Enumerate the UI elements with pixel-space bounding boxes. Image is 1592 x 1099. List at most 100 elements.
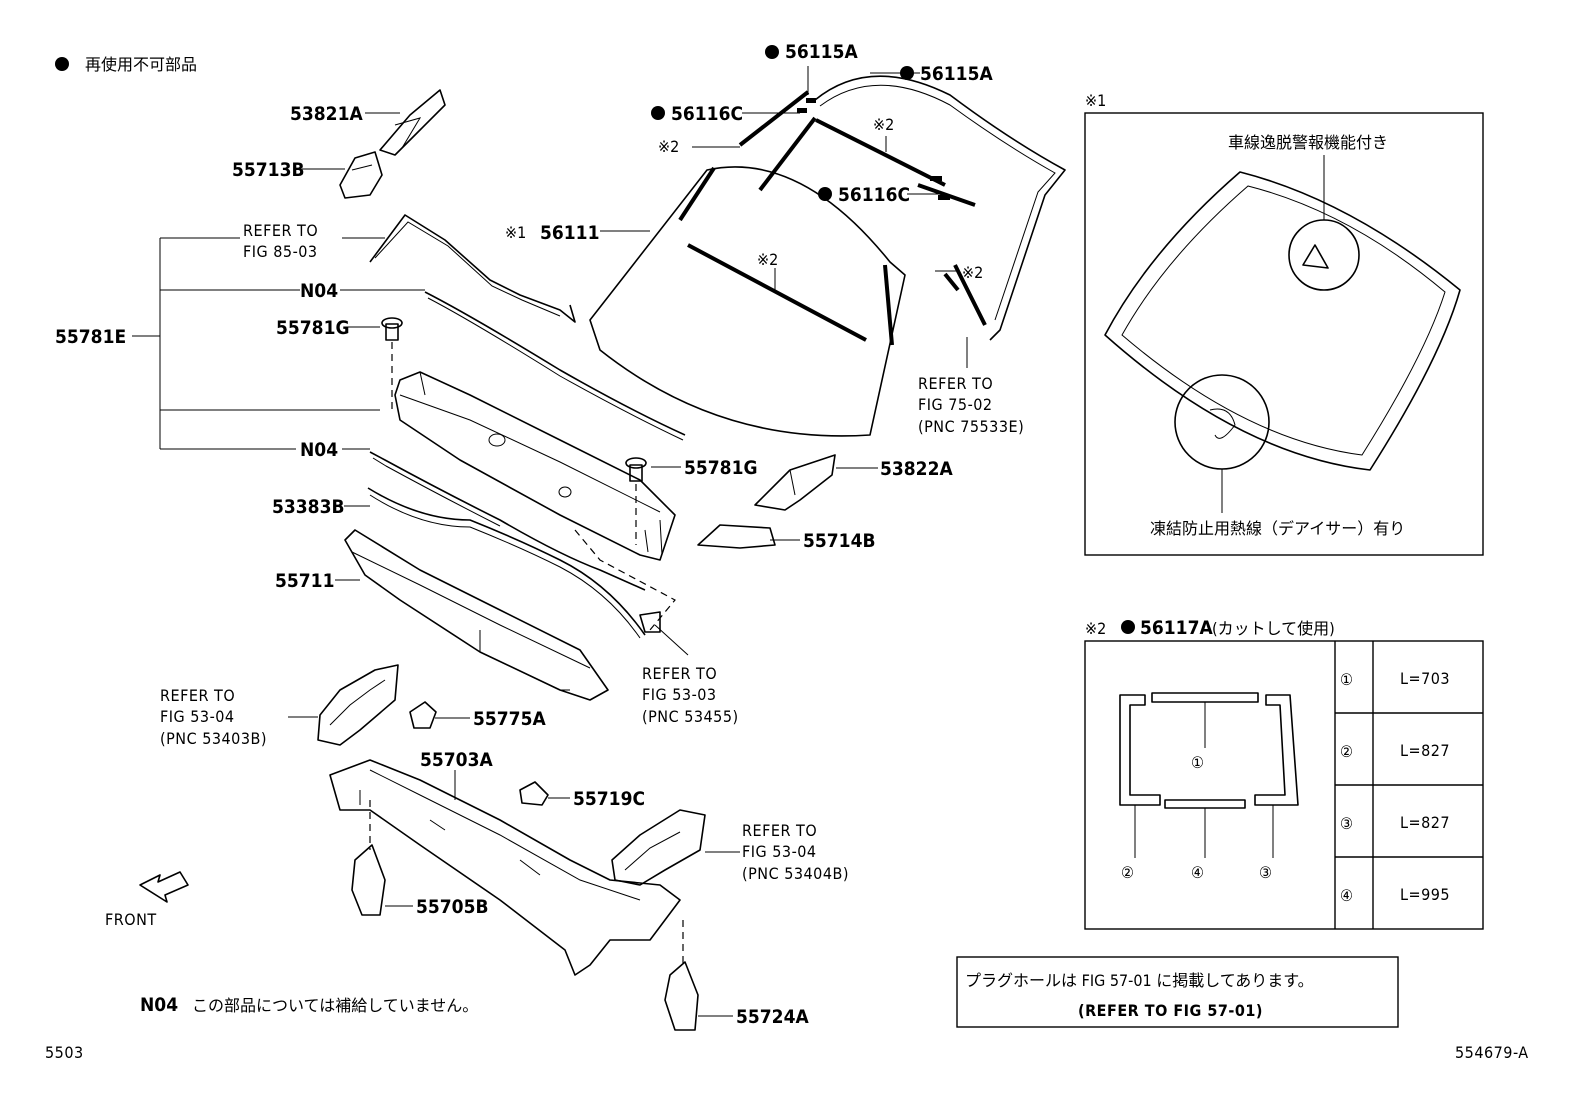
bracket-55724A[interactable] [664,961,699,1031]
plug-note-line1[interactable]: プラグホールは FIG 57-01 に掲載してあります。 [965,971,1314,990]
cowl-frame-55703A[interactable] [329,759,681,976]
bracket-53822A[interactable] [754,454,836,511]
label-56111: 56111 [540,222,599,244]
windshield-outer-molding[interactable] [814,75,1066,341]
refer-53-04b-line2[interactable]: FIG 53-04 [742,842,817,861]
refer-75-02-line3[interactable]: (PNC 75533E) [918,417,1024,436]
table-row-1-num: ① [1340,670,1353,689]
inset2-callout-2: ② [1121,863,1134,882]
inset2-callout-1: ① [1191,753,1204,772]
note-mark-2d: ※2 [962,263,983,282]
refer-53-04b-line3[interactable]: (PNC 53404B) [742,864,849,883]
label-55775A: 55775A [473,708,546,730]
inset1-mark: ※1 [1085,91,1106,110]
bracket-55719C[interactable] [519,781,549,806]
refer-85-03-line2[interactable]: FIG 85-03 [243,242,318,261]
label-56116C-right: 56116C [838,184,910,206]
label-55724A: 55724A [736,1006,809,1028]
label-53821A: 53821A [290,103,363,125]
note-mark-2a: ※2 [658,137,679,156]
legend-bullet-icon [55,57,69,71]
label-53822A: 53822A [880,458,953,480]
hose-85-03[interactable] [369,214,576,323]
label-55713B: 55713B [232,159,305,181]
strip-3 [1254,694,1299,806]
clip-55781G-lower[interactable] [625,457,647,545]
strip-1 [1151,692,1259,703]
leader-lines [132,66,968,1017]
cowl-panel-55711[interactable] [344,529,609,701]
label-55714B: 55714B [803,530,876,552]
clip-55781G-upper[interactable] [381,317,403,410]
refer-53-04a-line2[interactable]: FIG 53-04 [160,707,235,726]
label-55705B: 55705B [416,896,489,918]
inset1-deicer-detail [1174,374,1270,470]
windshield-glass[interactable] [589,166,906,437]
seal-53383B[interactable] [367,487,646,636]
table-row-3-len: L=827 [1400,813,1450,832]
n04-note-text: この部品については補給していません。 [192,996,478,1015]
cowl-top-panel[interactable] [394,371,676,561]
label-55781E: 55781E [55,326,126,348]
bracket-53404B[interactable] [611,809,706,886]
label-N04-lower: N04 [300,439,338,461]
front-label: FRONT [105,910,157,929]
legend-text: 再使用不可部品 [85,55,197,74]
refer-75-02-line1[interactable]: REFER TO [918,374,993,393]
bracket-53403B[interactable] [317,664,399,746]
label-N04-upper: N04 [300,280,338,302]
table-row-4-len: L=995 [1400,885,1450,904]
seal-N04-upper[interactable] [424,291,686,436]
inset1-bottom-note: 凍結防止用熱線（デアイサー）有り [1150,519,1405,538]
label-56115A-left: 56115A [785,41,858,63]
table-row-4-num: ④ [1340,886,1353,905]
refer-53-04a-line3[interactable]: (PNC 53403B) [160,729,267,748]
nut-53455[interactable] [639,611,661,633]
note-mark-2c: ※2 [757,250,778,269]
inset1-top-note: 車線逸脱警報機能付き [1228,133,1388,152]
label-56115A-right: 56115A [920,63,993,85]
inset2-callout-4: ④ [1191,863,1204,882]
table-row-3-num: ③ [1340,814,1353,833]
refer-75-02-line2[interactable]: FIG 75-02 [918,395,993,414]
label-56116C-left: 56116C [671,103,743,125]
label-53383B: 53383B [272,496,345,518]
strip-2 [1119,694,1161,806]
strip-4 [1164,799,1246,809]
table-row-1-len: L=703 [1400,669,1450,688]
inset2-title-part: 56117A [1140,617,1213,639]
table-row-2-len: L=827 [1400,741,1450,760]
refer-53-03-line1[interactable]: REFER TO [642,664,717,683]
note-mark-1: ※1 [505,223,526,242]
footer-code-right: 554679-A [1455,1043,1529,1062]
table-row-2-num: ② [1340,742,1353,761]
seal-N04-lower[interactable] [369,451,646,591]
front-arrow-icon [139,871,189,903]
cover-55713B[interactable] [339,151,383,199]
refer-53-04b-line1[interactable]: REFER TO [742,821,817,840]
label-55781G-upper: 55781G [276,317,350,339]
refer-53-03-line3[interactable]: (PNC 53455) [642,707,739,726]
plug-note-line2[interactable]: (REFER TO FIG 57-01) [1078,1001,1263,1020]
label-55781G-lower: 55781G [684,457,758,479]
footer-code-left: 5503 [45,1043,84,1062]
label-55711: 55711 [275,570,334,592]
inset2-title-note: (カットして使用) [1212,619,1335,638]
bracket-55705B[interactable] [351,844,386,916]
plug-note-box [956,956,1399,1028]
inset1-windshield [1104,171,1461,471]
refer-53-04a-line1[interactable]: REFER TO [160,686,235,705]
inset2-title-mark: ※2 [1085,619,1106,638]
inset1-box [1084,112,1484,556]
bracket-53821A[interactable] [379,89,446,156]
cover-55714B[interactable] [697,524,776,549]
refer-85-03-line1[interactable]: REFER TO [243,221,318,240]
bracket-55775A[interactable] [409,701,437,729]
label-55719C: 55719C [573,788,645,810]
n04-note-code: N04 [140,994,178,1016]
refer-53-03-line2[interactable]: FIG 53-03 [642,685,717,704]
inset2-callout-3: ③ [1259,863,1272,882]
label-55703A: 55703A [420,749,493,771]
inset1-sensor-detail [1288,219,1360,291]
